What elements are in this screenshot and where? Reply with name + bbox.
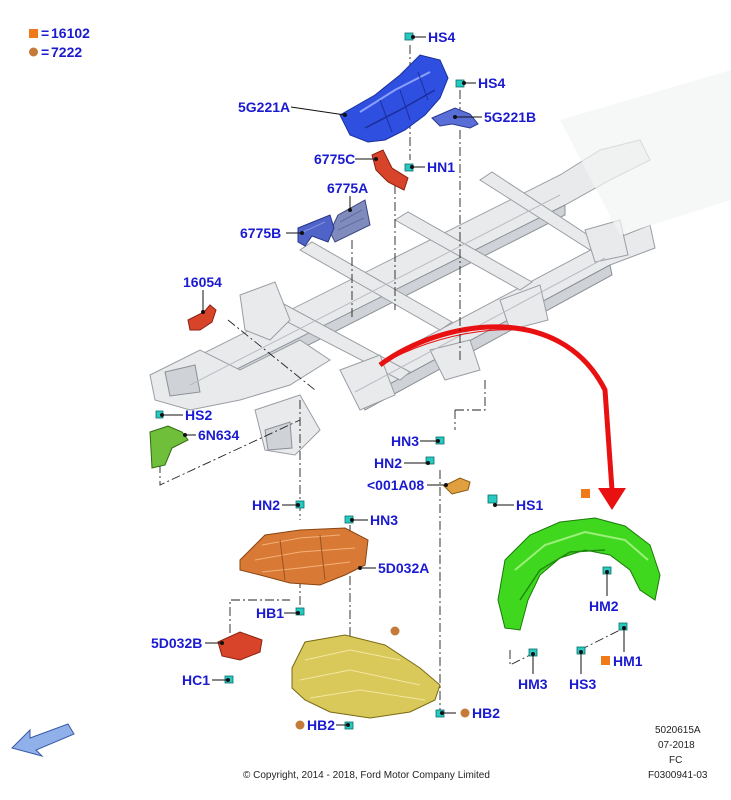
callout-6775a: 6775A [327, 180, 368, 196]
callout-hn3-a: HN3 [391, 433, 419, 449]
legend-circle-icon [29, 47, 38, 57]
leader-lines [160, 35, 626, 727]
skid-plate-5d032a [239, 527, 369, 586]
bracket-16054 [187, 304, 217, 331]
bracket-6n634 [149, 425, 189, 469]
marker-circle-icon [295, 720, 305, 730]
callout-hb1: HB1 [256, 605, 284, 621]
callout-5d032b: 5D032B [151, 635, 202, 651]
callout-hs4-top: HS4 [428, 29, 455, 45]
callout-hs3: HS3 [569, 676, 596, 692]
callout-hs4-mid: HS4 [478, 75, 505, 91]
skid-plate-5d032b [217, 631, 263, 661]
callout-hb2-b: HB2 [472, 705, 500, 721]
legend-circle-value: 7222 [51, 44, 82, 60]
legend: = 16102 = 7222 [29, 25, 90, 60]
callout-hc1: HC1 [182, 672, 210, 688]
chassis-frame [149, 70, 731, 456]
callout-hm1: HM1 [613, 653, 643, 669]
callout-hs1: HS1 [516, 497, 543, 513]
callout-hn2-b: HN2 [252, 497, 280, 513]
marker-square-icon [601, 656, 610, 665]
callout-5g221b: 5G221B [484, 109, 536, 125]
skid-plate-7222 [291, 634, 441, 719]
relocation-arrow [378, 324, 626, 510]
marker-circle-icon [460, 708, 470, 718]
shield-6775c [371, 149, 409, 191]
legend-square-equals: = [41, 25, 49, 41]
callout-001a08: <001A08 [367, 477, 424, 493]
callout-hb2-a: HB2 [307, 717, 335, 733]
callout-5g221a: 5G221A [238, 99, 290, 115]
callout-hn1: HN1 [427, 159, 455, 175]
callout-hn3-b: HN3 [370, 512, 398, 528]
footer-date: 07-2018 [658, 740, 695, 751]
heat-shield-5g221a [339, 54, 449, 143]
footer-fc: FC [669, 755, 682, 766]
callout-hs2: HS2 [185, 407, 212, 423]
footer-code2: F0300941-03 [648, 770, 708, 781]
callout-hm3: HM3 [518, 676, 548, 692]
callout-hn2-a: HN2 [374, 455, 402, 471]
bracket-001a08 [443, 477, 471, 495]
footer-code1: 5020615A [655, 725, 701, 736]
legend-square-value: 16102 [51, 25, 90, 41]
marker-square-icon [581, 489, 590, 498]
callout-5d032a: 5D032A [378, 560, 429, 576]
shield-6775b [297, 214, 335, 247]
callout-hm2: HM2 [589, 598, 619, 614]
callout-6775b: 6775B [240, 225, 281, 241]
wheel-liner [497, 517, 661, 631]
callout-16054: 16054 [183, 274, 222, 290]
legend-circle-equals: = [41, 44, 49, 60]
marker-circle-icon [390, 626, 400, 636]
callout-6775c: 6775C [314, 151, 355, 167]
callout-6n634: 6N634 [198, 427, 239, 443]
back-arrow-icon[interactable] [11, 723, 75, 757]
footer-copyright: © Copyright, 2014 - 2018, Ford Motor Com… [243, 770, 490, 781]
legend-square-icon [29, 29, 38, 38]
